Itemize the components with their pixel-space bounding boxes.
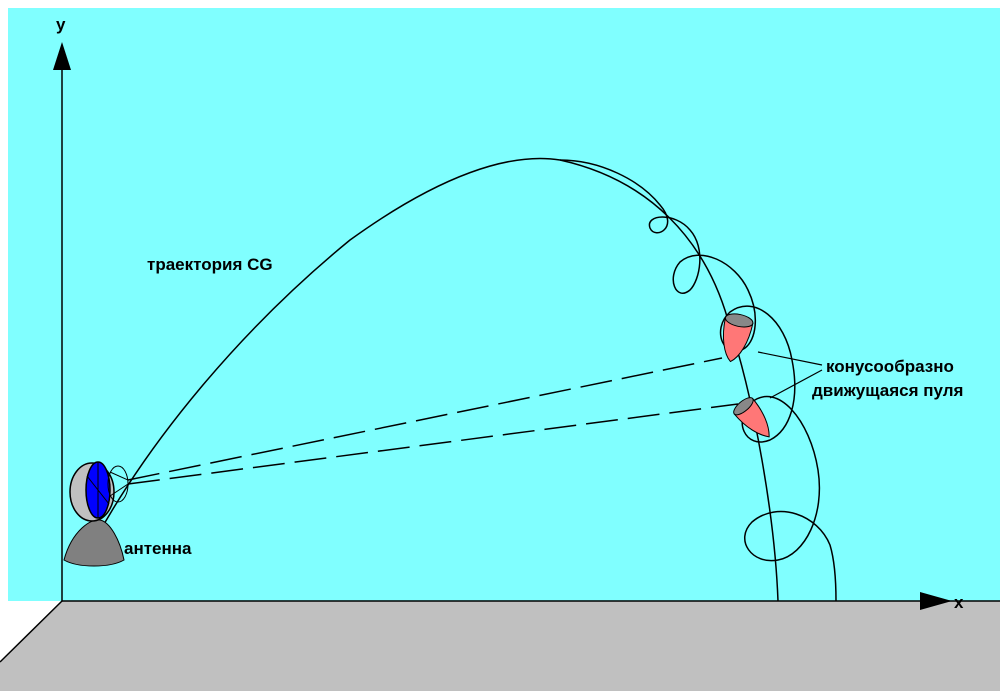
sight-line-lower — [127, 403, 739, 485]
x-axis-arrow — [920, 592, 952, 610]
ground-plane — [0, 601, 1000, 691]
bullet-icon — [722, 313, 754, 363]
bullet-label-line1: конусообразно — [826, 357, 954, 376]
sight-line-upper — [127, 357, 723, 481]
radar-antenna-icon — [63, 461, 129, 567]
bullet-label-line2: движущаяся пуля — [812, 381, 964, 400]
pointer-upper — [757, 351, 823, 366]
x-axis-label: x — [954, 593, 964, 612]
bullet-icon — [733, 397, 770, 438]
trajectory-label: траектория CG — [147, 255, 273, 274]
y-axis-arrow — [53, 42, 71, 70]
antenna-label: антенна — [124, 539, 192, 558]
coning-spiral — [559, 159, 837, 602]
y-axis-label: y — [56, 15, 66, 34]
sky-plane — [8, 8, 1000, 601]
pointer-lower — [769, 369, 823, 399]
ground-diagonal — [0, 600, 63, 663]
